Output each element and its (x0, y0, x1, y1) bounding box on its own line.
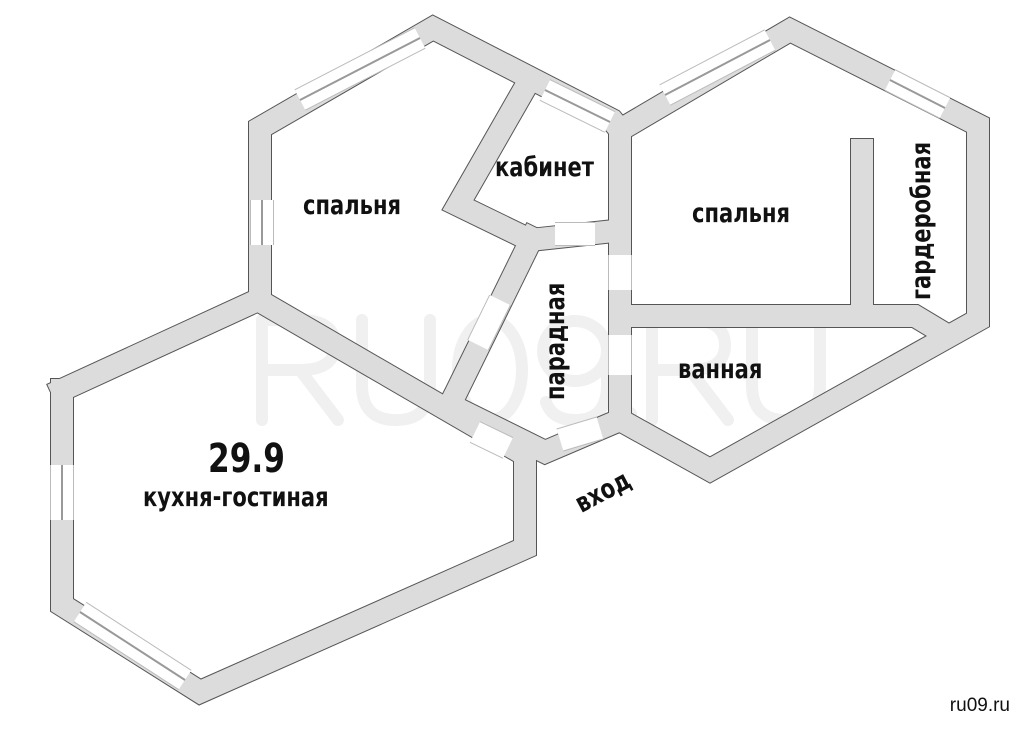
room-label-bedroom-left: спальня (303, 190, 402, 221)
room-label-study: кабинет (495, 152, 595, 183)
room-label-bathroom: ванная (678, 354, 763, 385)
opening (556, 417, 604, 451)
window-pane (299, 37, 421, 101)
room-label-kitchen: кухня-гостиная (143, 482, 329, 513)
kitchen-area-label: 29.9 (208, 436, 285, 482)
window-pane (544, 89, 611, 123)
window-pane (889, 79, 946, 109)
window-pane (79, 611, 186, 681)
opening (470, 422, 513, 458)
wall (609, 305, 951, 344)
room-label-bedroom-right: спальня (692, 198, 791, 229)
watermark-letter (537, 315, 613, 426)
site-footer: ru09.ru (949, 695, 1010, 716)
window-pane (664, 39, 771, 96)
room-label-wardrobe: гардеробная (906, 141, 937, 300)
wall (604, 17, 989, 483)
opening (468, 295, 510, 350)
room-label-hall: парадная (540, 282, 571, 400)
wall (442, 72, 545, 255)
